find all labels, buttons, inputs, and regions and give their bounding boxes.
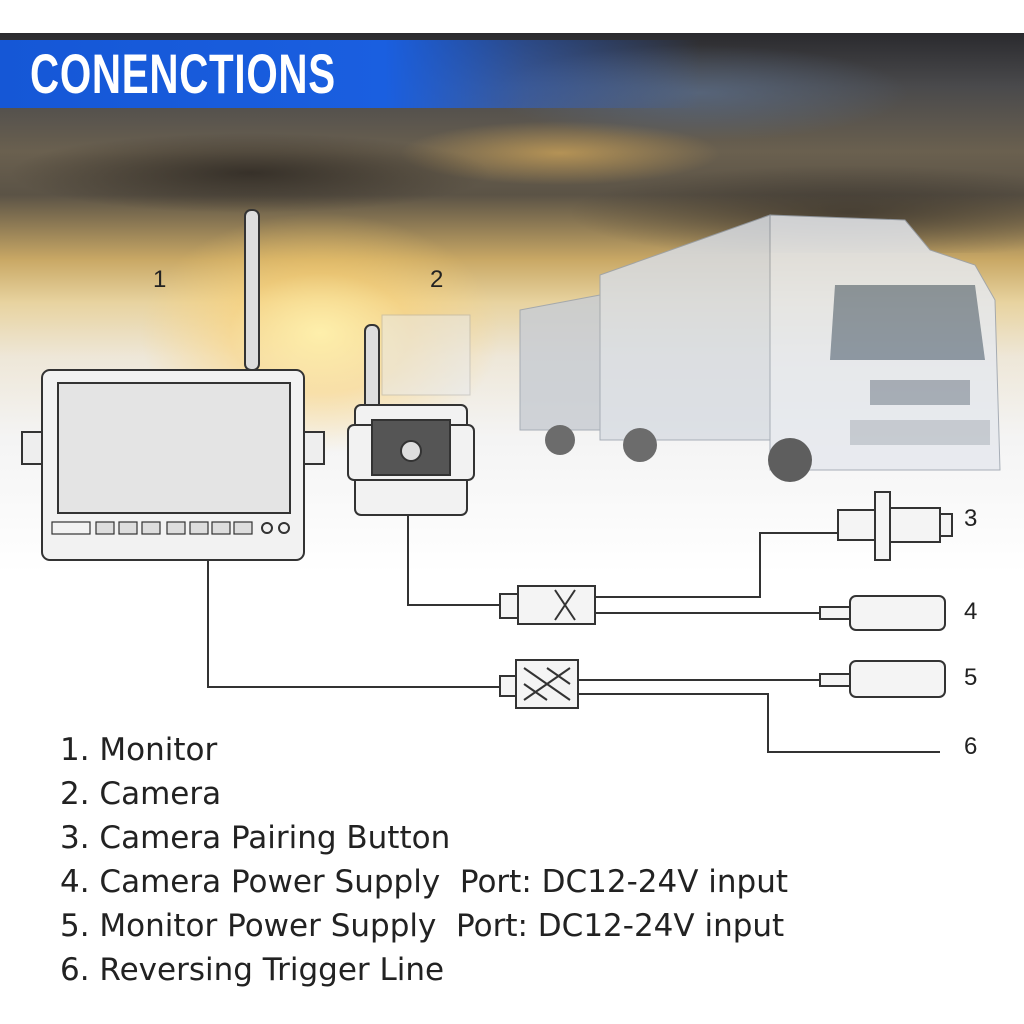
truck-illustration	[519, 214, 1001, 482]
legend-item-trigger-line: 6. Reversing Trigger Line	[60, 952, 445, 988]
legend-list: 1. Monitor 2. Camera 3. Camera Pairing B…	[60, 728, 788, 992]
page-title: CONENCTIONS	[30, 42, 336, 105]
monitor-power-connector	[819, 660, 946, 698]
callout-1: 1	[153, 266, 167, 293]
pairing-button-connector	[837, 491, 953, 561]
callout-5: 5	[964, 664, 978, 691]
camera-power-connector	[819, 595, 946, 631]
monitor-antenna	[244, 209, 260, 371]
camera-cable-splitter	[499, 585, 596, 625]
legend-item-camera: 2. Camera	[60, 776, 222, 812]
callout-6: 6	[964, 733, 978, 760]
camera-illustration	[347, 324, 475, 516]
monitor-illustration	[21, 209, 325, 561]
background-truck-small	[381, 314, 471, 396]
legend-item-camera-power: 4. Camera Power Supply Port: DC12-24V in…	[60, 864, 789, 900]
title-banner	[0, 40, 700, 108]
monitor-cable-splitter	[499, 659, 579, 709]
legend-item-pairing-button: 3. Camera Pairing Button	[60, 820, 451, 856]
callout-2: 2	[430, 266, 444, 293]
cables	[207, 515, 940, 753]
legend-item-monitor: 1. Monitor	[60, 732, 218, 768]
legend-item-monitor-power: 5. Monitor Power Supply Port: DC12-24V i…	[60, 908, 785, 944]
callout-4: 4	[964, 598, 978, 625]
callout-3: 3	[964, 505, 978, 532]
